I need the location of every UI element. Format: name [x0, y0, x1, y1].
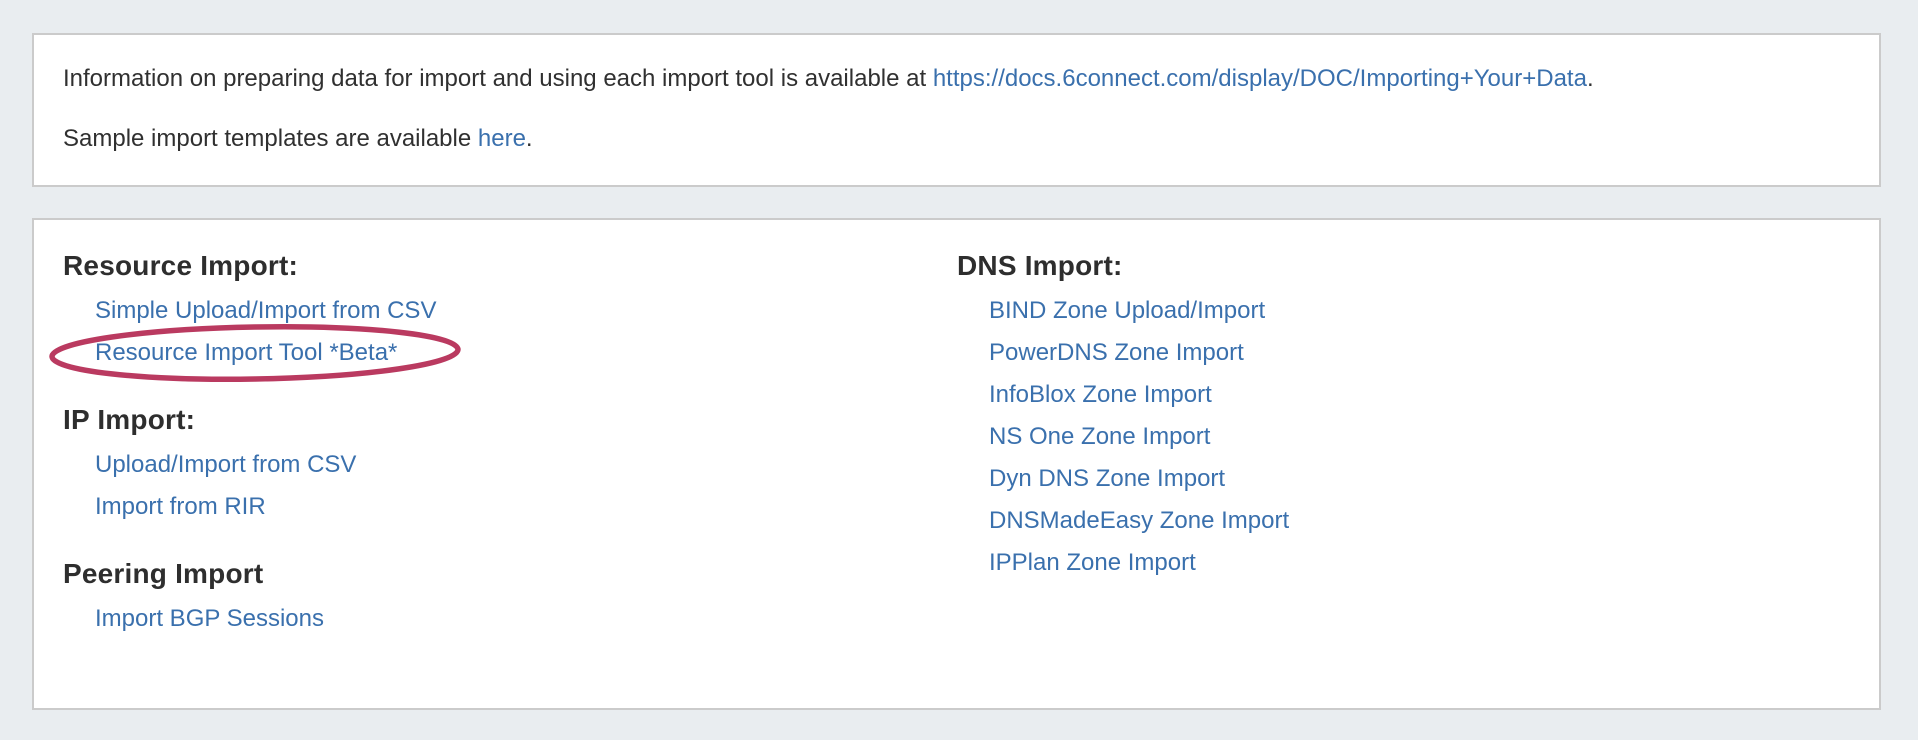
import-bgp-sessions-link[interactable]: Import BGP Sessions [95, 605, 324, 632]
info-panel: Information on preparing data for import… [32, 33, 1881, 187]
info-line2-period: . [525, 125, 533, 152]
section-peering-import: Peering Import Import BGP Sessions [63, 558, 957, 640]
ip-import-heading: IP Import: [63, 404, 196, 435]
import-left-column: Resource Import: Simple Upload/Import fr… [49, 250, 957, 640]
peering-import-links: Import BGP Sessions [63, 598, 957, 640]
link-row: Import from RIR [63, 486, 957, 528]
section-resource-import: Resource Import: Simple Upload/Import fr… [49, 250, 957, 382]
link-row: BIND Zone Upload/Import [957, 290, 1850, 332]
info-line-import-docs: Information on preparing data for import… [63, 63, 1850, 95]
dyn-dns-zone-import-link[interactable]: Dyn DNS Zone Import [989, 465, 1226, 492]
dnsmadeeasy-zone-import-link[interactable]: DNSMadeEasy Zone Import [989, 507, 1290, 534]
link-row: PowerDNS Zone Import [957, 332, 1850, 374]
ip-import-links: Upload/Import from CSV Import from RIR [63, 444, 957, 528]
link-row: DNSMadeEasy Zone Import [957, 500, 1850, 542]
ip-upload-import-csv-link[interactable]: Upload/Import from CSV [95, 451, 357, 478]
ipplan-zone-import-link[interactable]: IPPlan Zone Import [989, 549, 1196, 576]
resource-import-links: Simple Upload/Import from CSV Resource I… [49, 290, 957, 382]
link-row: Import BGP Sessions [63, 598, 957, 640]
docs-import-link[interactable]: https://docs.6connect.com/display/DOC/Im… [932, 65, 1587, 92]
import-right-column: DNS Import: BIND Zone Upload/Import Powe… [957, 250, 1850, 584]
link-row: Resource Import Tool *Beta* [49, 324, 957, 382]
annotated-link-wrap: Resource Import Tool *Beta* [49, 324, 461, 382]
link-row: IPPlan Zone Import [957, 542, 1850, 584]
info-line1-period: . [1586, 65, 1594, 92]
infoblox-zone-import-link[interactable]: InfoBlox Zone Import [989, 381, 1212, 408]
resource-import-tool-beta-link[interactable]: Resource Import Tool *Beta* [95, 339, 398, 366]
link-row: Simple Upload/Import from CSV [63, 290, 957, 332]
ns-one-zone-import-link[interactable]: NS One Zone Import [989, 423, 1211, 450]
link-row: Dyn DNS Zone Import [957, 458, 1850, 500]
info-line2-text: Sample import templates are available [63, 125, 478, 152]
info-line1-text: Information on preparing data for import… [63, 65, 933, 92]
link-row: Upload/Import from CSV [63, 444, 957, 486]
resource-import-heading: Resource Import: [63, 250, 299, 281]
import-from-rir-link[interactable]: Import from RIR [95, 493, 266, 520]
info-line-templates: Sample import templates are available he… [63, 123, 1850, 155]
powerdns-zone-import-link[interactable]: PowerDNS Zone Import [989, 339, 1244, 366]
link-row: InfoBlox Zone Import [957, 374, 1850, 416]
import-tools-panel: Resource Import: Simple Upload/Import fr… [32, 218, 1881, 710]
simple-upload-import-csv-link[interactable]: Simple Upload/Import from CSV [95, 297, 437, 324]
dns-import-heading: DNS Import: [957, 250, 1123, 281]
bind-zone-upload-import-link[interactable]: BIND Zone Upload/Import [989, 297, 1266, 324]
link-row: NS One Zone Import [957, 416, 1850, 458]
sample-templates-here-link[interactable]: here [477, 125, 526, 152]
section-dns-import: DNS Import: BIND Zone Upload/Import Powe… [957, 250, 1850, 584]
section-ip-import: IP Import: Upload/Import from CSV Import… [63, 404, 957, 528]
dns-import-links: BIND Zone Upload/Import PowerDNS Zone Im… [957, 290, 1850, 584]
peering-import-heading: Peering Import [63, 558, 264, 589]
